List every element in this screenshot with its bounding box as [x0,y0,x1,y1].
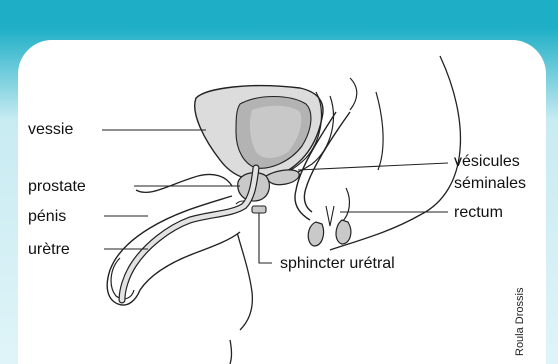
label-prostate: prostate [28,178,86,195]
leg-line [230,340,232,364]
label-seminal-line2: séminales [454,175,526,192]
label-rectum: rectum [454,204,503,221]
anal-sphincter-left [308,222,323,246]
label-bladder: vessie [28,121,73,138]
spine-line-1 [376,92,383,170]
label-penis: pénis [28,208,66,225]
anal-sphincter-right [336,220,351,244]
body-contour [330,56,460,250]
spine-line-2 [342,188,349,222]
anal-canal [326,206,334,226]
label-seminal-line1: vésicules [454,153,520,170]
leader-sphincter [259,213,272,263]
leader-seminal [298,163,448,170]
abdomen-line [350,78,357,110]
thigh-outline [136,174,232,192]
label-sphincter: sphincter urétral [280,255,395,272]
urethral-sphincter [252,206,266,213]
label-urethra: urètre [28,241,70,258]
illustrator-credit: Roula Drossis [514,287,526,356]
